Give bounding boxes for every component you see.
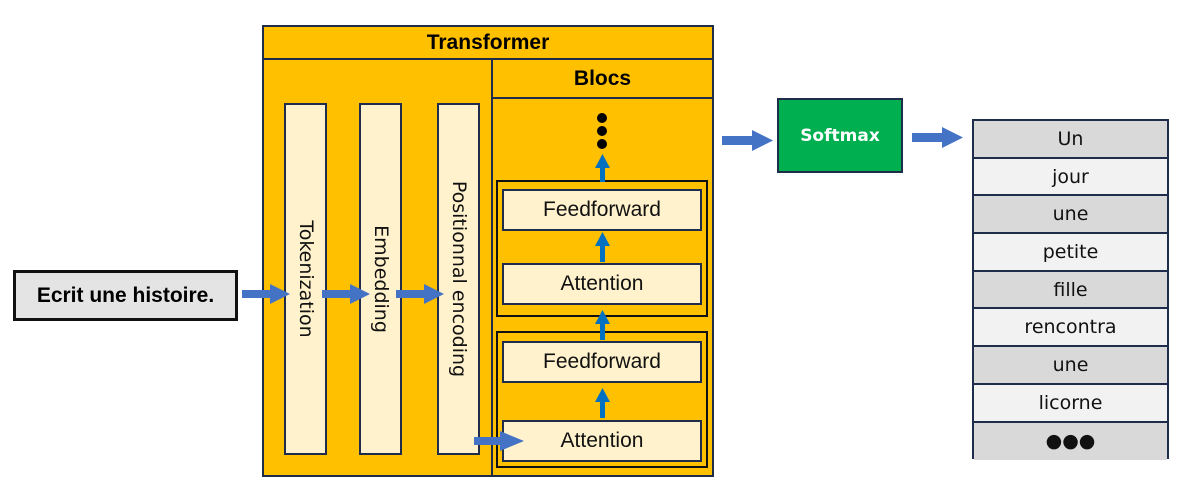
output-token: petite <box>974 234 1167 272</box>
blocs-title: Blocs <box>491 58 714 99</box>
arrow-right-icon <box>322 284 370 304</box>
output-token: fille <box>974 271 1167 310</box>
output-token-list: Un jour une petite fille rencontra une l… <box>972 119 1169 461</box>
arrow-up-icon <box>595 310 610 340</box>
arrow-up-icon <box>595 232 610 262</box>
output-token-ellipsis: ●●● <box>974 422 1167 461</box>
output-token: une <box>974 347 1167 385</box>
stage-tokenization: Tokenization <box>284 103 327 455</box>
stage-embedding: Embedding <box>359 103 402 455</box>
output-token: rencontra <box>974 309 1167 348</box>
softmax-label: Softmax <box>800 125 880 146</box>
arrow-up-icon <box>595 154 610 182</box>
layer-attention-2: Attention <box>502 263 702 305</box>
arrow-right-icon <box>474 431 524 451</box>
arrow-right-icon <box>396 284 444 304</box>
softmax-box: Softmax <box>777 98 903 173</box>
layer-attention-1: Attention <box>502 420 702 462</box>
input-prompt-box: Ecrit une histoire. <box>13 270 238 321</box>
output-token: jour <box>974 158 1167 197</box>
ellipsis-vertical-icon <box>597 113 607 149</box>
layer-feedforward-1: Feedforward <box>502 341 702 383</box>
layer-feedforward-2: Feedforward <box>502 189 702 231</box>
output-token: Un <box>974 121 1167 159</box>
stage-positional-encoding: Positionnal encoding <box>437 103 480 455</box>
arrow-right-icon <box>242 284 290 304</box>
transformer-title: Transformer <box>262 25 714 60</box>
arrow-right-icon <box>912 127 963 148</box>
arrow-up-icon <box>595 388 610 418</box>
transformer-container <box>262 25 714 477</box>
output-token: une <box>974 196 1167 235</box>
input-prompt-text: Ecrit une histoire. <box>36 283 215 307</box>
output-token: licorne <box>974 384 1167 423</box>
arrow-right-icon <box>722 130 773 151</box>
